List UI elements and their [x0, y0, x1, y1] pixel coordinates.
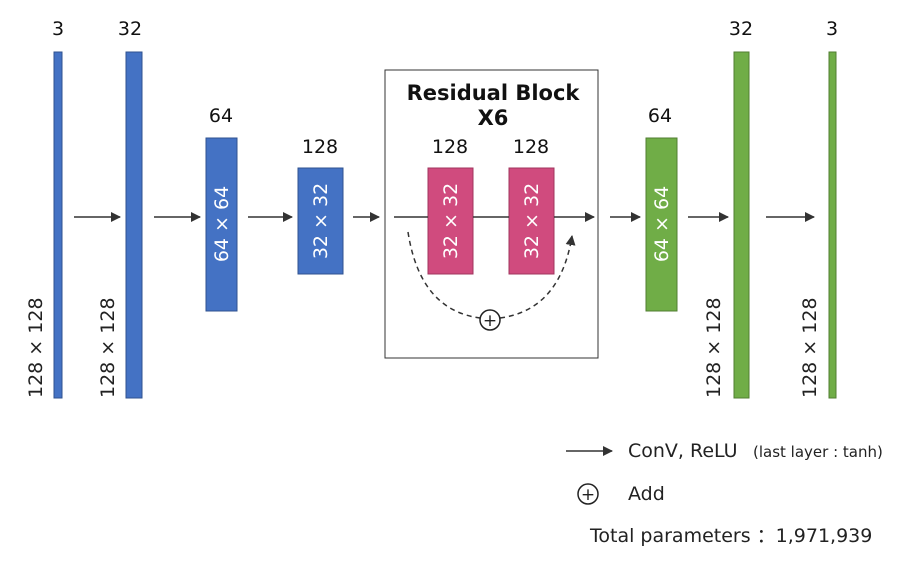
layer-output-bar [828, 51, 837, 399]
layer-conv2-bar [205, 137, 238, 312]
legend-add-label: Add [628, 483, 665, 505]
layer-conv3: 128 32 × 32 [297, 136, 344, 275]
skip-connection-arc-return [499, 235, 576, 319]
residual-conv1-channels: 128 [432, 136, 468, 158]
residual-block: Residual Block X6 128 32 × 32 128 32 × 3… [384, 69, 599, 359]
layer-conv3-size: 32 × 32 [310, 183, 332, 259]
layer-conv2-size: 64 × 64 [211, 186, 233, 262]
layer-output: 3 128 × 128 [799, 18, 838, 399]
layer-deconv1: 64 64 × 64 [645, 105, 678, 312]
layer-conv1-bar [125, 51, 143, 399]
layer-conv2: 64 64 × 64 [205, 105, 238, 312]
layer-deconv2-size: 128 × 128 [703, 297, 725, 398]
svg-text:+: + [581, 485, 595, 505]
add-icon: + [479, 309, 501, 331]
layer-conv2-channels: 64 [209, 105, 233, 127]
layer-input-size: 128 × 128 [25, 297, 47, 398]
layer-deconv1-channels: 64 [648, 105, 672, 127]
legend-conv-note: (last layer : tanh) [753, 443, 883, 461]
residual-conv2-size: 32 × 32 [521, 183, 543, 259]
residual-block-title: Residual Block [407, 81, 581, 105]
layer-conv1-size: 128 × 128 [97, 297, 119, 398]
layer-input-bar [53, 51, 63, 399]
legend: ConV, ReLU (last layer : tanh) + Add Tot… [566, 440, 883, 547]
layer-deconv2-bar [733, 51, 750, 399]
layer-output-channels: 3 [826, 18, 838, 40]
residual-conv2-bar [508, 167, 555, 275]
skip-connection-arc [407, 231, 481, 319]
layer-deconv1-bar [645, 137, 678, 312]
residual-conv2-channels: 128 [513, 136, 549, 158]
residual-conv1-size: 32 × 32 [440, 183, 462, 259]
legend-conv-label: ConV, ReLU [628, 440, 738, 462]
total-parameters: Total parameters ：1,971,939 [589, 525, 872, 547]
layer-input: 3 128 × 128 [25, 18, 64, 399]
residual-conv1-bar [427, 167, 474, 275]
svg-text:+: + [483, 311, 497, 331]
layer-deconv2-channels: 32 [729, 18, 753, 40]
legend-add-icon: + [577, 483, 599, 505]
layer-deconv1-size: 64 × 64 [651, 186, 673, 262]
layer-conv1: 32 128 × 128 [97, 18, 143, 399]
residual-block-frame [384, 69, 599, 359]
layer-conv1-channels: 32 [118, 18, 142, 40]
layer-output-size: 128 × 128 [799, 297, 821, 398]
residual-block-repeat: X6 [478, 106, 509, 130]
layer-conv3-bar [297, 167, 344, 275]
layer-input-channels: 3 [52, 18, 64, 40]
layer-conv3-channels: 128 [302, 136, 338, 158]
layer-deconv2: 32 128 × 128 [703, 18, 753, 399]
